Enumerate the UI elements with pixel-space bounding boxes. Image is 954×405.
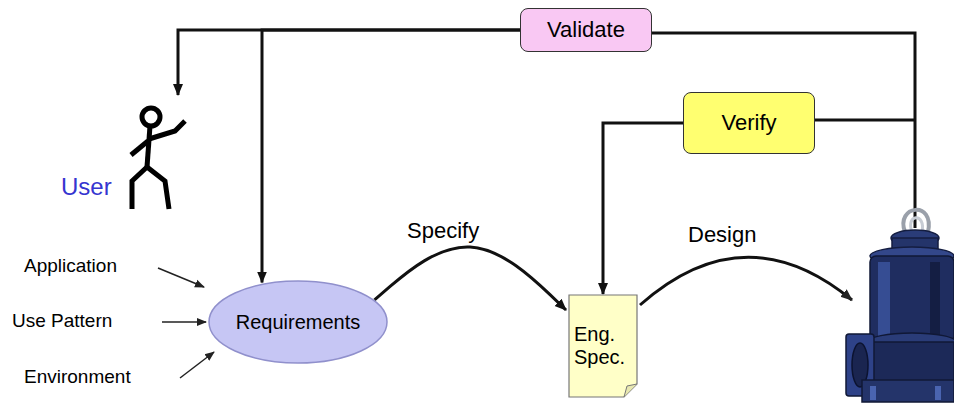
validate-box: Validate xyxy=(520,8,652,52)
node-text: Validate xyxy=(547,17,625,42)
verify-box: Verify xyxy=(683,92,815,154)
user-actor-outline xyxy=(125,95,187,210)
node-text: User xyxy=(61,173,112,201)
requirements-ellipse: Requirements xyxy=(208,280,388,364)
input-label: Environment xyxy=(22,366,133,388)
flow-connector xyxy=(603,123,683,294)
step-label: Specify xyxy=(405,218,481,244)
node-text: Verify xyxy=(721,110,776,135)
input-arrow xyxy=(158,268,204,287)
validate-feed-line xyxy=(652,33,915,228)
pump-illustration xyxy=(846,210,954,402)
flow-connector xyxy=(178,30,520,95)
input-arrow xyxy=(180,352,214,378)
spec-document: Eng. Spec. xyxy=(568,294,638,398)
design-arrow xyxy=(640,257,852,305)
input-label: Use Pattern xyxy=(10,310,114,332)
verify-feed-line xyxy=(815,119,915,122)
user-actor: User xyxy=(125,95,187,210)
flow-connector xyxy=(262,30,520,283)
step-label: Design xyxy=(686,222,758,248)
input-label: Application xyxy=(22,255,119,277)
node-text: Requirements xyxy=(236,311,361,334)
node-text: Eng. Spec. xyxy=(574,323,630,369)
input-arrow xyxy=(162,321,206,323)
flow-connector xyxy=(375,247,567,310)
